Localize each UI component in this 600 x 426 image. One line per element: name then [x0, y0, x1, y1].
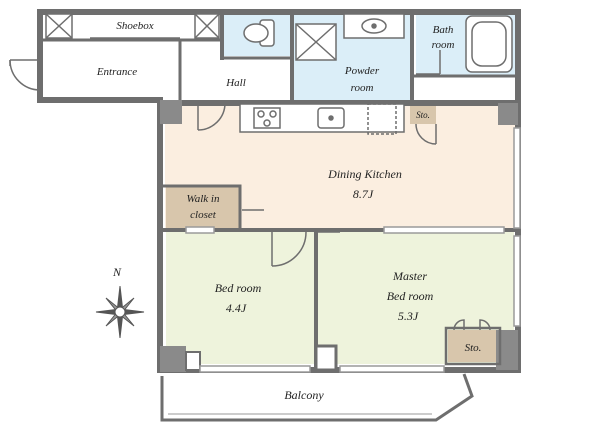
windows: [185, 127, 521, 373]
master-storage-door[interactable]: [444, 319, 502, 366]
entrance-door[interactable]: [9, 59, 41, 91]
entrance-floor: [40, 40, 180, 98]
washing-machine-pan: [295, 23, 337, 61]
label-bed-room-size: 4.4J: [226, 301, 247, 315]
label-bath-line2: room: [432, 39, 455, 51]
label-powder-line1: Powder: [344, 65, 380, 77]
label-powder-line2: room: [351, 82, 374, 94]
label-master-size: 5.3J: [398, 309, 419, 323]
balcony-floor: [160, 374, 470, 420]
washbasin-icon: [343, 13, 405, 39]
storage-top-floor: [410, 104, 436, 124]
label-dining-kitchen: Dining Kitchen: [327, 167, 402, 181]
label-walk-in-line1: Walk in: [187, 193, 220, 205]
label-bed-room: Bed room: [215, 281, 262, 295]
label-hall: Hall: [225, 77, 246, 89]
shoebox-cabinet: [45, 13, 220, 39]
label-master-line2: Bed room: [387, 289, 434, 303]
label-master-line1: Master: [392, 269, 427, 283]
compass-rose-icon: [95, 285, 145, 339]
balcony-railing: [160, 373, 474, 422]
storage-top-door[interactable]: [415, 123, 437, 145]
label-entrance: Entrance: [96, 66, 137, 78]
walk-in-closet-floor: [166, 186, 240, 228]
bed-room-floor: [166, 232, 314, 364]
bed-room-door[interactable]: [271, 231, 307, 267]
structural-columns: [160, 100, 518, 372]
label-walk-in-line2: closet: [190, 209, 217, 221]
label-dining-size: 8.7J: [353, 187, 374, 201]
bath-door[interactable]: [416, 50, 441, 75]
label-shoebox: Shoebox: [116, 20, 153, 32]
toilet-icon: [243, 19, 275, 47]
compass-north-label: N: [112, 265, 122, 279]
label-storage-top: Sto.: [416, 110, 430, 120]
label-balcony: Balcony: [284, 388, 324, 402]
storage-master-floor: [448, 330, 500, 362]
label-bath-line1: Bath: [433, 24, 454, 36]
label-storage-master: Sto.: [465, 342, 482, 354]
kitchen-counter: [239, 103, 405, 135]
hall-door[interactable]: [197, 102, 226, 131]
laundry-corridor-floor: [410, 76, 516, 102]
bathtub-icon: [465, 15, 513, 73]
